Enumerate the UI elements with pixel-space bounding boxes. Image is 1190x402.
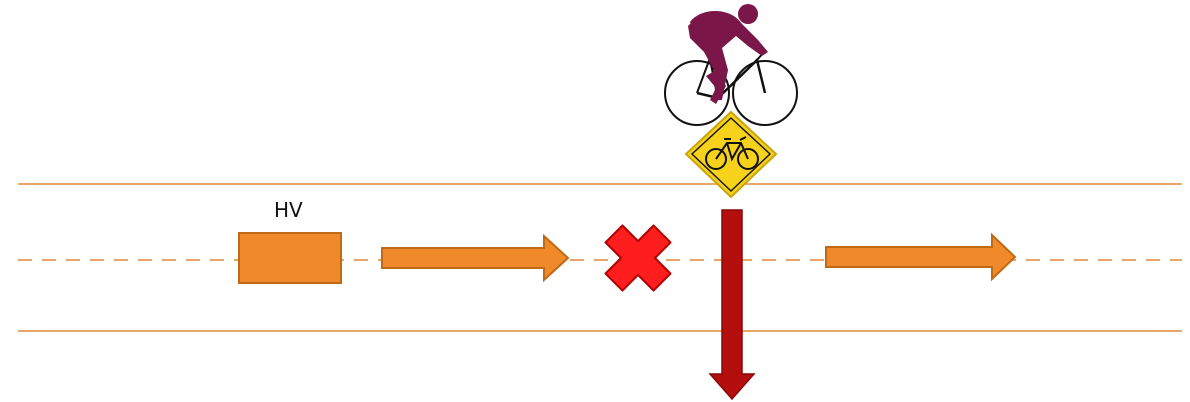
vehicle-path-arrow-1 — [382, 236, 568, 280]
cyclist-crossing-arrow — [710, 210, 754, 399]
vehicle-path-arrow-2 — [826, 235, 1015, 279]
host-vehicle — [239, 233, 341, 283]
host-vehicle-label: HV — [274, 198, 303, 222]
conflict-x-icon — [590, 210, 686, 306]
cyclist-icon — [665, 4, 797, 125]
